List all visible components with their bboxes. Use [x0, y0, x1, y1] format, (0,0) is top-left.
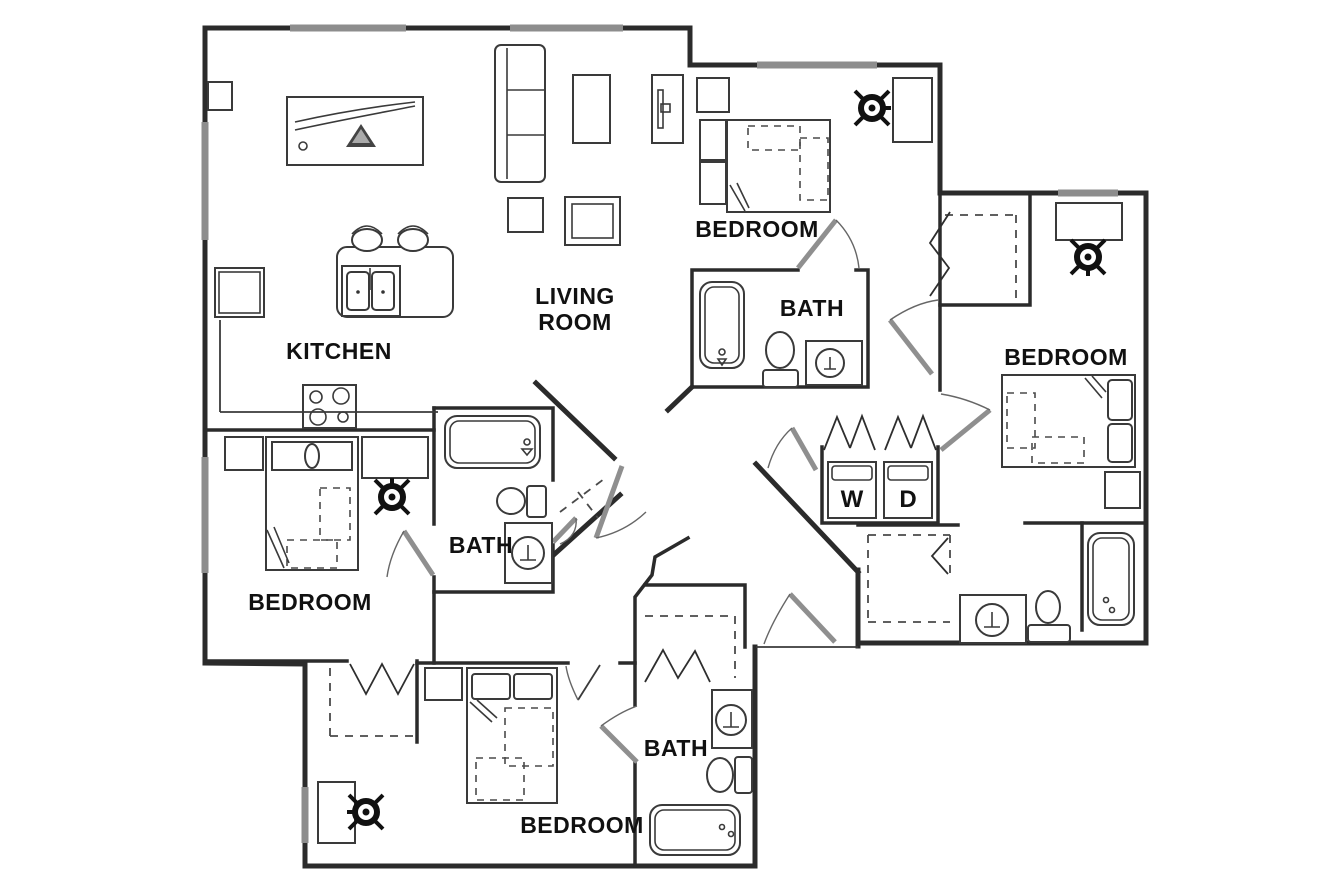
laundry-area-door [767, 426, 819, 472]
bedroom-right-door [939, 393, 992, 452]
bath-left-fixtures [444, 415, 553, 584]
sink [504, 522, 553, 584]
side-table [507, 197, 544, 233]
bedroom-bottom-door [565, 664, 601, 701]
dresser [699, 161, 727, 205]
bed [265, 436, 359, 571]
suite-right-hall-door [888, 299, 939, 376]
window-bands [201, 24, 1118, 843]
toilet [706, 756, 753, 794]
toilet [762, 331, 799, 388]
toilet [496, 485, 547, 518]
laundry-closet: W D [827, 461, 933, 519]
bath-top-label: BATH [780, 295, 844, 321]
desk-chair [347, 795, 383, 829]
sectional-sofa [494, 44, 546, 183]
bedroom-left-door [386, 529, 436, 578]
bath-left-door [551, 491, 599, 545]
bath-bottom-label: BATH [644, 735, 708, 761]
desk-chair [855, 91, 891, 125]
living-room-furniture [494, 44, 684, 246]
bath-bottom-door [599, 705, 639, 764]
toilet [1027, 590, 1071, 643]
desk [892, 77, 933, 143]
desk [361, 436, 429, 479]
bath-top-door [796, 218, 860, 270]
bed [466, 667, 558, 804]
room-labels: KITCHEN LIVING ROOM BEDROOM BATH BEDROOM… [248, 216, 1128, 838]
interior-walls [203, 191, 1148, 868]
desk-chair [1071, 240, 1105, 276]
closet-wire-right-bath [867, 534, 951, 623]
kitchen-island [336, 246, 454, 318]
desk [1055, 202, 1123, 241]
nightstand [224, 436, 264, 471]
bed [726, 119, 831, 213]
bedroom-right-furniture [1001, 202, 1141, 509]
bath-right-fixtures [959, 532, 1135, 644]
sink [959, 594, 1027, 644]
living-room-label-line1: LIVING [535, 283, 615, 309]
bedroom-right-label: BEDROOM [1004, 344, 1128, 370]
bedroom-top-label: BEDROOM [695, 216, 819, 242]
coffee-table [564, 196, 621, 246]
desk-chair [375, 478, 409, 514]
kitchen-furniture [207, 81, 454, 429]
bar-stool [397, 225, 429, 252]
dryer [883, 461, 933, 519]
counter-edge [219, 320, 438, 413]
bath-bottom-fixtures [649, 689, 753, 856]
nightstand [1104, 471, 1141, 509]
bedroom-left-furniture [224, 436, 429, 571]
washer [827, 461, 877, 519]
closets [329, 211, 1017, 737]
dryer-label: D [899, 486, 916, 513]
bathtub [1087, 532, 1135, 626]
kitchen-label: KITCHEN [286, 338, 392, 364]
wall-cabinet [207, 81, 233, 111]
bath-left-label: BATH [449, 532, 513, 558]
bathtub [649, 804, 741, 856]
sink [805, 340, 863, 386]
closet-bath-bottom [644, 615, 736, 683]
entry-door [763, 592, 837, 645]
washer-label: W [841, 486, 864, 513]
stove [302, 384, 357, 429]
bath-top-fixtures [699, 281, 863, 388]
closet-bedroom-left [329, 662, 415, 737]
bar-stool [351, 225, 383, 252]
bed [1001, 374, 1136, 468]
refrigerator [214, 267, 265, 318]
bedroom-top-furniture [696, 77, 933, 213]
closet-bedroom-right [928, 211, 1017, 300]
bedroom-left-label: BEDROOM [248, 589, 372, 615]
dresser [699, 119, 727, 161]
accent-table [572, 74, 611, 144]
nightstand [424, 667, 463, 701]
doors [386, 218, 992, 764]
living-room-label-line2: ROOM [538, 309, 612, 335]
closet-laundry-bifold [823, 413, 937, 451]
bedroom-bottom-furniture [317, 667, 558, 844]
vestibule-door [559, 465, 647, 539]
kitchen-table [286, 96, 424, 166]
sink [711, 689, 753, 749]
bedroom-bottom-label: BEDROOM [520, 812, 644, 838]
nightstand [696, 77, 730, 113]
tv-console [651, 74, 684, 144]
bathtub [444, 415, 541, 469]
bathtub [699, 281, 745, 369]
